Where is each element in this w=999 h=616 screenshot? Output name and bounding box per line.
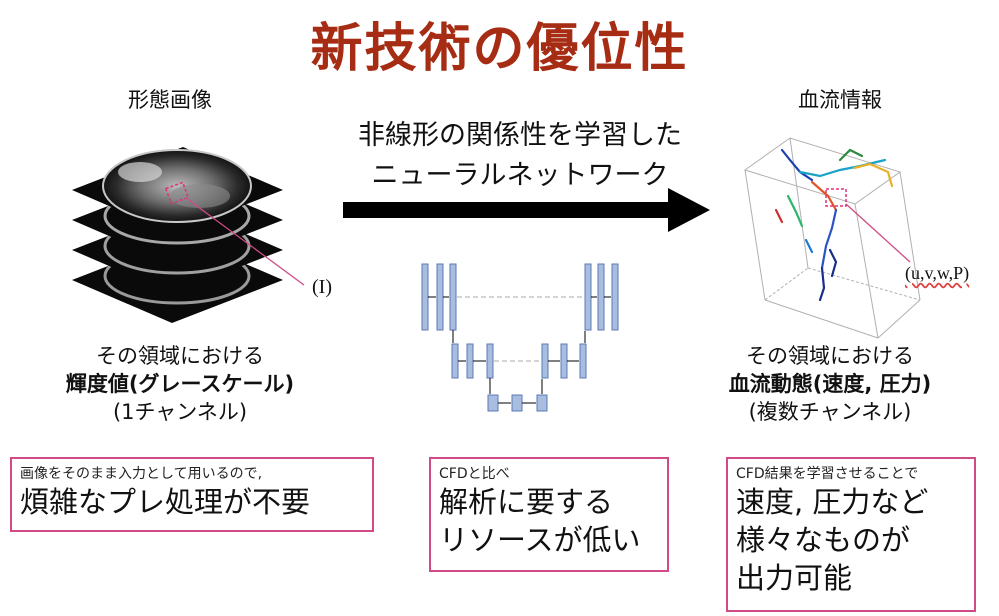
morphology-image-label: 形態画像	[128, 88, 212, 112]
mri-slice-stack	[72, 147, 305, 323]
page-title: 新技術の優位性	[310, 19, 689, 79]
advantage-text-3c: 出力可能	[736, 561, 853, 595]
advantage-note-2: CFDと比べ	[439, 466, 510, 482]
intensity-label: (I)	[312, 276, 332, 298]
advantage-box-outputs: CFD結果を学習させることで 速度, 圧力など 様々なものが 出力可能	[726, 457, 976, 612]
advantage-note-3: CFD結果を学習させることで	[736, 466, 919, 482]
input-desc-line3: (1チャンネル)	[112, 400, 248, 424]
advantage-note-1: 画像をそのまま入力として用いるので,	[20, 466, 263, 482]
advantage-text-3a: 速度, 圧力など	[736, 485, 929, 519]
flow-streamlines	[774, 148, 894, 302]
nn-caption-line1: 非線形の関係性を学習した	[358, 120, 682, 151]
output-variables-text: (u,v,w,P)	[905, 263, 970, 283]
output-description: その領域における 血流動態(速度, 圧力) (複数チャンネル)	[680, 342, 980, 426]
output-variables-label: (u,v,w,P)	[905, 263, 969, 284]
advantage-text-2a: 解析に要する	[439, 485, 614, 519]
input-desc-line2-text: 輝度値(グレースケール)	[65, 372, 295, 396]
input-desc-line1: その領域における	[96, 344, 264, 368]
advantage-text-2b: リソースが低い	[439, 523, 641, 557]
blood-flow-info-label: 血流情報	[798, 88, 882, 112]
roi-marker-right	[825, 188, 847, 207]
unet-schematic	[421, 263, 619, 412]
nn-caption-line2: ニューラルネットワーク	[371, 160, 669, 191]
output-desc-line2: 血流動態(速度, 圧力)	[680, 370, 980, 398]
unet-connections	[428, 296, 611, 404]
advantage-text-3b: 様々なものが	[736, 523, 911, 557]
input-desc-line2: 輝度値(グレースケール)	[20, 370, 340, 398]
output-desc-line3: (複数チャンネル)	[748, 400, 912, 424]
flow-volume	[743, 137, 921, 339]
advantage-box-resources: CFDと比べ 解析に要する リソースが低い	[429, 457, 669, 572]
advantage-text-1: 煩雑なプレ処理が不要	[20, 485, 311, 519]
output-desc-line1: その領域における	[746, 344, 914, 368]
advantage-box-preprocessing: 画像をそのまま入力として用いるので, 煩雑なプレ処理が不要	[10, 457, 374, 532]
roi-leader-right	[845, 203, 911, 263]
mri-slice-1	[72, 147, 283, 233]
big-arrow	[343, 188, 710, 232]
input-description: その領域における 輝度値(グレースケール) (1チャンネル)	[20, 342, 340, 426]
roi-marker-left	[164, 181, 190, 205]
output-desc-line2-text: 血流動態(速度, 圧力)	[728, 372, 932, 396]
roi-leader-left	[185, 197, 305, 286]
unet-skip-connections	[457, 296, 583, 362]
neural-network-caption: 非線形の関係性を学習した ニューラルネットワーク	[330, 116, 710, 196]
